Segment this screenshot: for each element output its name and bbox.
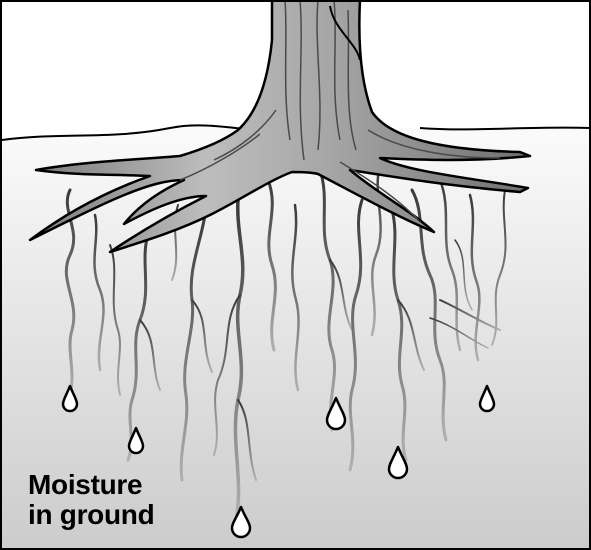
moisture-label: Moisture in ground	[28, 470, 154, 530]
moisture-label-line1: Moisture	[28, 470, 154, 500]
moisture-label-line2: in ground	[28, 500, 154, 530]
